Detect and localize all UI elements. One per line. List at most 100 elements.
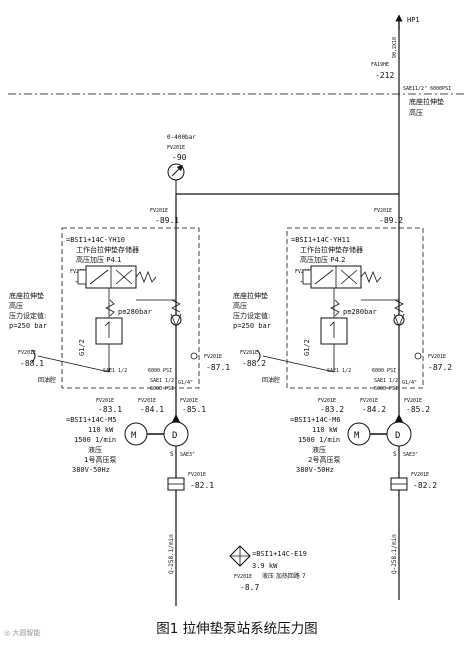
right-note-line3: 压力设定值: <box>233 311 270 320</box>
right-motor-speed: 1500 1/min <box>298 436 340 444</box>
right-relief-spring <box>330 299 340 317</box>
left-check-port <box>190 352 198 360</box>
watermark: ◎ 大圆智能 <box>4 629 41 637</box>
gauge-range: 0-400bar <box>167 134 196 141</box>
left-sae-a2: 6000 PSI <box>148 368 172 374</box>
left-note-line4: p=250 bar <box>9 322 47 330</box>
right-node-model: FV201E <box>374 208 392 214</box>
left-return-label: 回油腔 <box>38 376 56 384</box>
left-relief-spring <box>105 299 115 317</box>
left-note-line1: 底座拉伸垫 <box>9 291 44 300</box>
right-sae-a2: 6000 PSI <box>372 368 396 374</box>
left-return-model: FV201E <box>18 350 36 356</box>
right-check-port <box>414 352 422 360</box>
right-valve-box <box>286 227 424 389</box>
right-sae-c: G1/4" <box>402 380 417 386</box>
right-check-valve <box>393 314 405 326</box>
sae-rating-top: SAE11/2" 6000PSI <box>403 86 451 92</box>
left-filter-tag: -82.1 <box>190 481 214 490</box>
left-831-model: FV201E <box>96 398 114 404</box>
right-motor-power: 110 kW <box>312 426 338 434</box>
left-check-model: FV201E <box>204 354 222 360</box>
left-motor-type: 液压 <box>88 445 102 454</box>
right-motor-type: 液压 <box>312 445 326 454</box>
left-note-line2: 高压 <box>9 301 23 310</box>
system-note-line1: 底座拉伸垫 <box>409 97 444 106</box>
left-valve-spring <box>135 270 157 284</box>
unit-left: FV201E -89.1 =BSI1+14C-YH10 工作台拉伸垫存储器 高压… <box>9 194 230 606</box>
hydraulic-pressure-diagram: HP1 90,2X10 FA19HE -212 SAE11/2" 6000PSI… <box>8 14 466 606</box>
right-pump-port: SAE3" <box>403 452 418 458</box>
right-return-hook <box>256 349 261 363</box>
right-851-model: FV201E <box>404 398 422 404</box>
left-code: =BSI1+14C-YH10 <box>66 236 125 244</box>
right-check-tag: -87.2 <box>428 363 452 372</box>
right-831-model: FV201E <box>318 398 336 404</box>
right-code: =BSI1+14C-YH11 <box>291 236 350 244</box>
left-851-tag: -85.1 <box>182 405 206 414</box>
right-check-model: FV201E <box>428 354 446 360</box>
gauge-needle <box>171 164 184 177</box>
tag-top-id: -212 <box>375 71 394 80</box>
right-desc-line2: 高压加压 P4.2 <box>300 255 346 264</box>
left-motor-voltage: 380V-50Hz <box>72 466 110 474</box>
gauge-model: FV201E <box>167 145 185 151</box>
right-valve-spring <box>360 270 382 284</box>
right-841-tag: -84.2 <box>362 405 386 414</box>
left-pump-s: S <box>170 451 174 458</box>
left-side-label: G1/2 <box>78 339 86 356</box>
left-node-model: FV201E <box>150 208 168 214</box>
left-relief-label: p≡280bar <box>118 308 152 316</box>
right-return-model: FV201E <box>240 350 258 356</box>
left-motor-speed: 1500 1/min <box>74 436 116 444</box>
heater-model: FV201E <box>234 574 252 580</box>
right-solenoid <box>302 269 312 285</box>
left-841-model: FV201E <box>138 398 156 404</box>
top-section: HP1 90,2X10 FA19HE -212 SAE11/2" 6000PSI… <box>8 14 466 600</box>
right-pump-s: S <box>393 451 397 458</box>
right-motor-code: =BSI1+14C-M6 <box>290 416 341 424</box>
right-pipe-label: Q-258.1/min <box>391 534 398 574</box>
left-check-valve <box>170 314 182 326</box>
left-desc-line1: 工作台拉伸垫存储器 <box>76 245 139 254</box>
left-filter-model: FV201E <box>188 472 206 478</box>
pipe-size-top: 90,2X10 <box>392 37 398 58</box>
left-note-line3: 压力设定值: <box>9 311 46 320</box>
pressure-gauge: 0-400bar FV201E -90 <box>167 134 196 194</box>
right-pump-symbol: D <box>395 431 400 441</box>
right-filter-model: FV201E <box>411 472 429 478</box>
gauge-tag: -90 <box>172 153 187 162</box>
left-pump-symbol: D <box>172 431 177 441</box>
left-return-tag: -88.1 <box>20 359 44 368</box>
right-filter-tag: -82.2 <box>413 481 437 490</box>
left-motor-code: =BSI1+14C-M5 <box>66 416 117 424</box>
left-pump-port: SAE3" <box>180 452 195 458</box>
left-desc-line2: 高压加压 P4.1 <box>76 255 122 264</box>
right-851-tag: -85.2 <box>406 405 430 414</box>
figure-caption: 图1 拉伸垫泵站系统压力图 <box>156 621 318 637</box>
unit-right: FV201E -89.2 =BSI1+14C-YH11 工作台拉伸垫存储器 高压… <box>233 208 452 574</box>
heater-desc: 液压 加热回路 7 <box>262 572 306 580</box>
right-motor-voltage: 380V-50Hz <box>296 466 334 474</box>
right-desc-line1: 工作台拉伸垫存储器 <box>300 245 363 254</box>
right-node-tag: -89.2 <box>379 216 403 225</box>
left-valve-box <box>61 227 200 389</box>
right-note-line4: p=250 bar <box>233 322 271 330</box>
tag-top-model: FA19HE <box>371 62 389 68</box>
right-motor-name: 2号高压泵 <box>308 455 340 464</box>
left-831-tag: -83.1 <box>98 405 122 414</box>
left-node-tag: -89.1 <box>155 216 179 225</box>
left-check-tag: -87.1 <box>206 363 230 372</box>
right-note-line1: 底座拉伸垫 <box>233 291 268 300</box>
left-sae-a: SAE1 1/2 <box>103 368 127 374</box>
left-841-tag: -84.1 <box>140 405 164 414</box>
right-return-tag: -88.2 <box>242 359 266 368</box>
right-831-tag: -83.2 <box>320 405 344 414</box>
right-return-label: 回油腔 <box>262 376 280 384</box>
left-motor-symbol: M <box>131 431 137 441</box>
heater-code: =BSI1+14C-E19 <box>252 550 307 558</box>
right-note-line2: 高压 <box>233 301 247 310</box>
heater-block: =BSI1+14C-E19 3.9 kW FV201E 液压 加热回路 7 -8… <box>229 545 307 592</box>
right-sae-a: SAE1 1/2 <box>327 368 351 374</box>
left-motor-power: 110 kW <box>88 426 114 434</box>
